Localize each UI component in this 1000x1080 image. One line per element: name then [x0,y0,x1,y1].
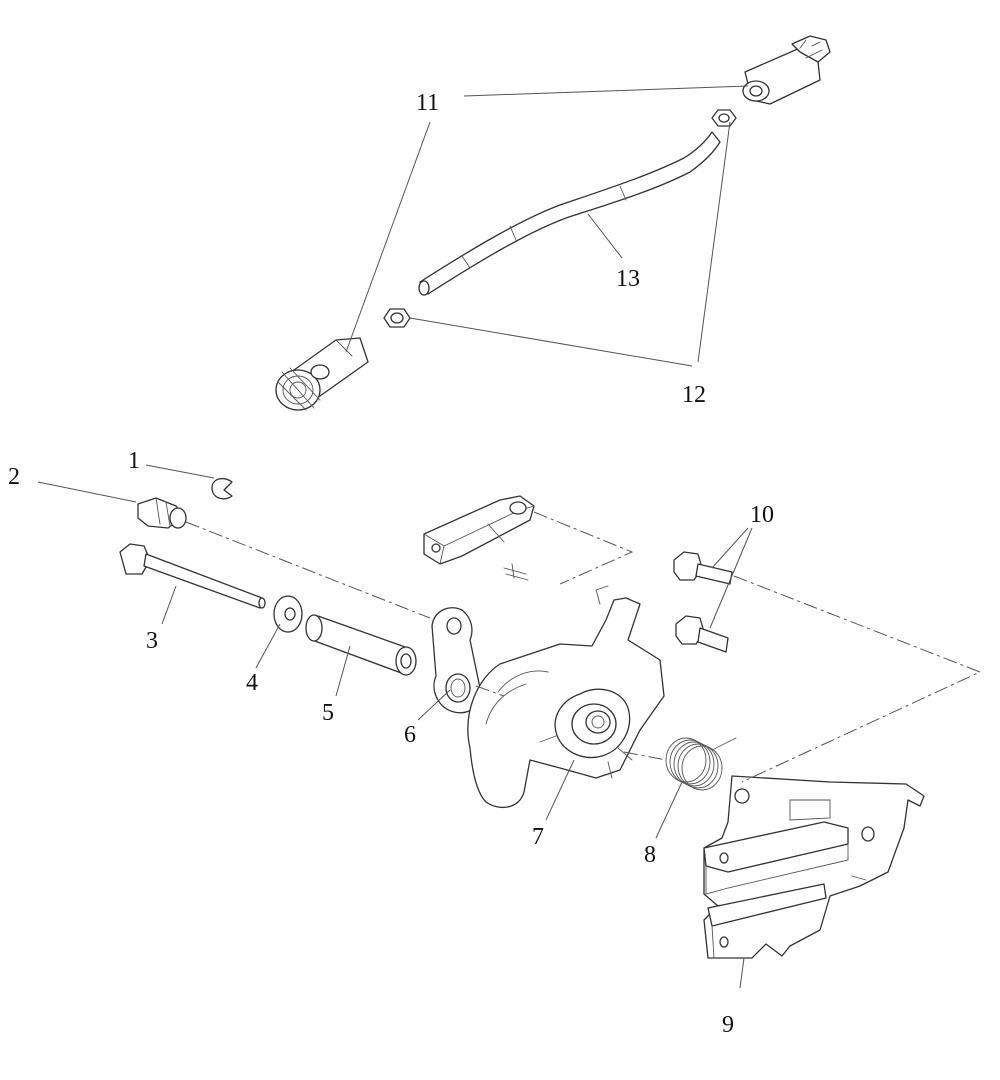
flange-bolt-upper [673,551,733,585]
callout-3: 3 [146,628,158,654]
callout-11: 11 [416,90,439,116]
link-block [423,495,535,565]
rod-end-lower [275,337,369,411]
linkage-rod [418,131,721,296]
callout-9: 9 [722,1012,734,1038]
rod-end-upper [742,35,831,105]
mounting-bracket [703,775,925,959]
callout-10: 10 [750,502,774,528]
leader-lines [37,85,753,989]
hex-nut-lower [383,308,411,328]
torsion-spring [665,737,737,791]
cam-housing [467,585,665,809]
shoulder-bolt [119,543,266,609]
callout-7: 7 [532,824,544,850]
callout-labels: 1 2 3 4 5 6 7 8 9 10 11 12 13 [8,90,774,1038]
flange-bolt-lower [675,615,729,653]
hex-nut-upper [711,109,737,127]
callout-4: 4 [246,670,258,696]
callout-2: 2 [8,464,20,490]
callout-12: 12 [682,382,706,408]
lever-arm [431,607,482,714]
callout-1: 1 [128,448,140,474]
center-lines [185,511,982,783]
spacer-tube [305,614,417,676]
flat-washer [273,595,303,633]
callout-8: 8 [644,842,656,868]
pivot-pin [137,497,187,529]
cotter-pin [503,563,529,581]
callout-5: 5 [322,700,334,726]
callout-6: 6 [404,722,416,748]
retaining-clip [211,477,233,500]
callout-13: 13 [616,266,640,292]
